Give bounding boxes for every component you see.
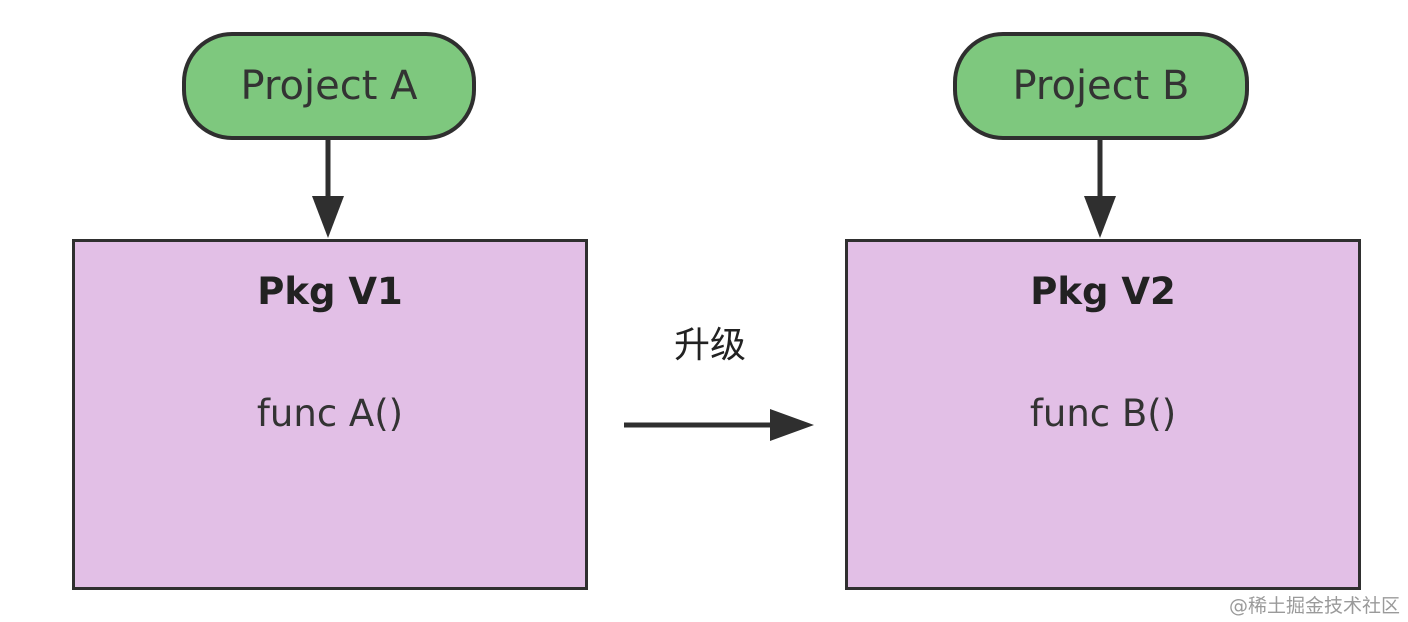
pkg-v2-box: Pkg V2 func B() (845, 239, 1361, 590)
pkg-v2-title: Pkg V2 (1030, 270, 1176, 313)
project-a-label: Project A (240, 63, 418, 109)
pkg-v1-func: func A() (256, 392, 404, 435)
arrow-upgrade (624, 409, 814, 441)
project-a-node: Project A (182, 32, 476, 140)
footer-watermark: @稀土掘金技术社区 (1228, 595, 1400, 617)
pkg-v1-title: Pkg V1 (257, 270, 403, 313)
project-b-label: Project B (1012, 63, 1190, 109)
arrow-project-a-to-pkg-v1 (312, 138, 344, 238)
pkg-v2-func: func B() (1029, 392, 1177, 435)
upgrade-label: 升级 (673, 325, 746, 366)
arrow-project-b-to-pkg-v2 (1084, 138, 1116, 238)
pkg-v1-box: Pkg V1 func A() (72, 239, 588, 590)
project-b-node: Project B (953, 32, 1249, 140)
